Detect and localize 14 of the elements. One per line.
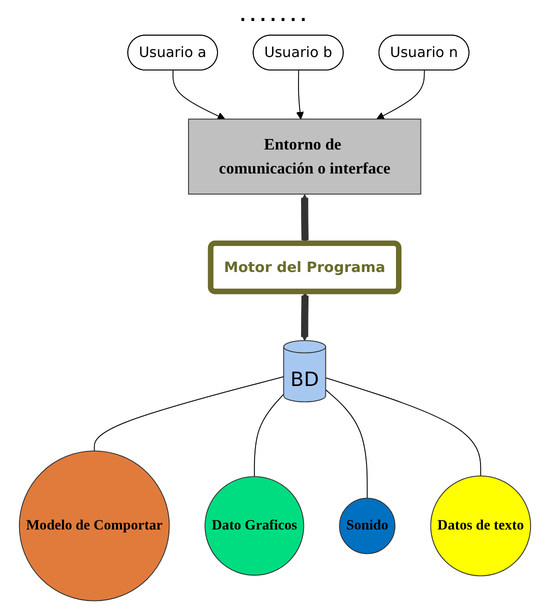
arrow — [376, 70, 425, 120]
connector — [94, 376, 284, 452]
arrow — [300, 292, 309, 341]
node-circle: Dato Graficos — [204, 476, 304, 576]
node-circle: Sonido — [339, 498, 396, 554]
node-box: Entorno de comunicación o interface — [188, 118, 422, 195]
arrow — [296, 70, 304, 120]
node-circle: Modelo de Comportar — [18, 450, 170, 602]
ellipsis-text: ....... — [240, 6, 310, 25]
arrow — [172, 70, 226, 120]
connector — [325, 377, 482, 476]
node-circle: Datos de texto — [430, 475, 532, 576]
connector — [325, 389, 368, 499]
connector — [254, 394, 284, 477]
